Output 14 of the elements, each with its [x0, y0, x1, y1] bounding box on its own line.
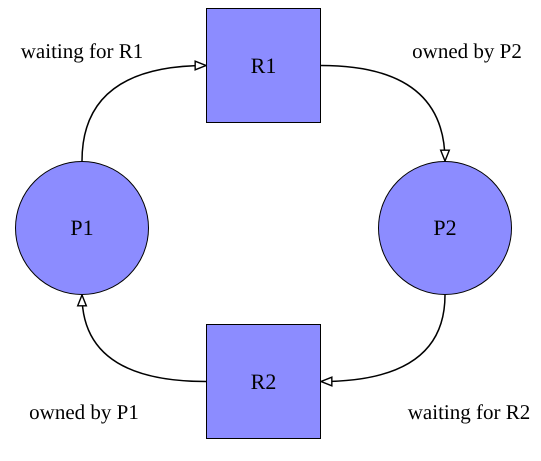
arrow: [78, 294, 206, 382]
node-label: R2: [250, 368, 276, 394]
node-label: R1: [250, 52, 276, 78]
node-label: P1: [70, 215, 94, 241]
resource-box: [206, 324, 321, 439]
resource-box: [206, 8, 321, 123]
arrow: [320, 64, 450, 162]
arrow: [81, 60, 207, 162]
node-label: P2: [433, 215, 457, 241]
edge-label: waiting for R2: [406, 399, 532, 426]
arrow: [320, 294, 446, 386]
edge-label: owned by P1: [28, 399, 140, 426]
edge-label: owned by P2: [411, 38, 523, 65]
edge-label: waiting for R1: [20, 38, 144, 65]
